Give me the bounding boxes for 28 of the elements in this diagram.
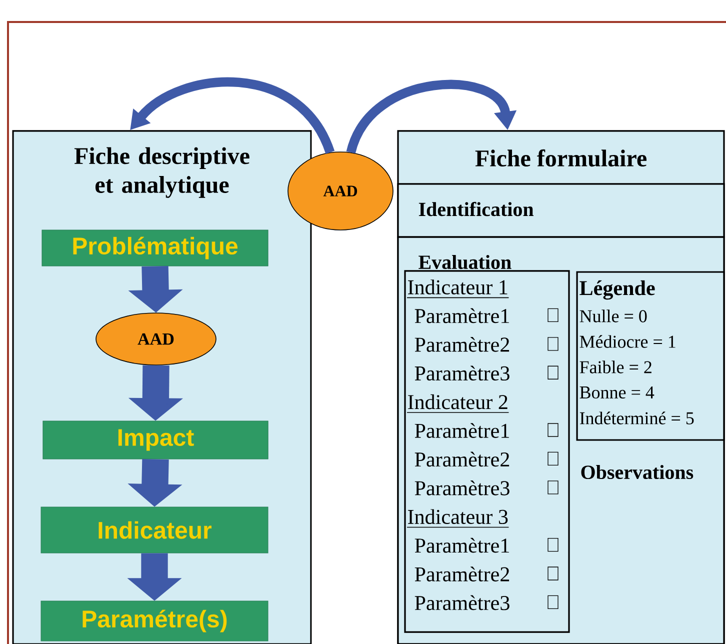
parameter-label: Paramètre1 [414,423,509,438]
legend-entry: Faible = 2 [580,360,652,374]
parameter-label: Paramètre2 [414,452,510,467]
panel-title: Fiche formulaire [475,149,646,167]
indicator-heading: Indicateur 1 [406,280,510,298]
legend-entry: Nulle = 0 [580,310,647,322]
panel-title: Fiche descriptive et analytique [74,147,250,198]
step-box: Indicateur [40,506,268,554]
parameter-label: Paramètre3 [414,595,510,610]
curved-arrow [346,80,517,154]
parameter-label: Paramètre1 [414,308,509,324]
parameter-label: Paramètre3 [414,480,510,496]
legend-entry: Médiocre = 1 [580,335,676,348]
parameter-label: Paramètre3 [414,366,510,381]
section-heading: Evaluation [418,254,512,270]
indicator-heading: Indicateur 2 [406,394,510,413]
indicator-heading: Indicateur 3 [406,509,510,528]
step-box: Paramétre(s) [40,600,268,642]
section-heading: Observations [581,464,694,480]
parameter-label: Paramètre1 [414,538,509,553]
parameter-label: Paramètre2 [414,566,510,582]
parameter-label: Paramètre2 [414,337,510,352]
step-box: Impact [42,420,268,460]
legend-entry: Bonne = 4 [580,386,654,398]
legend-entry: Indéterminé = 5 [580,412,694,424]
legend-heading: Légende [580,280,655,300]
section-heading: Identification [418,202,534,216]
step-box: Problématique [42,230,268,266]
